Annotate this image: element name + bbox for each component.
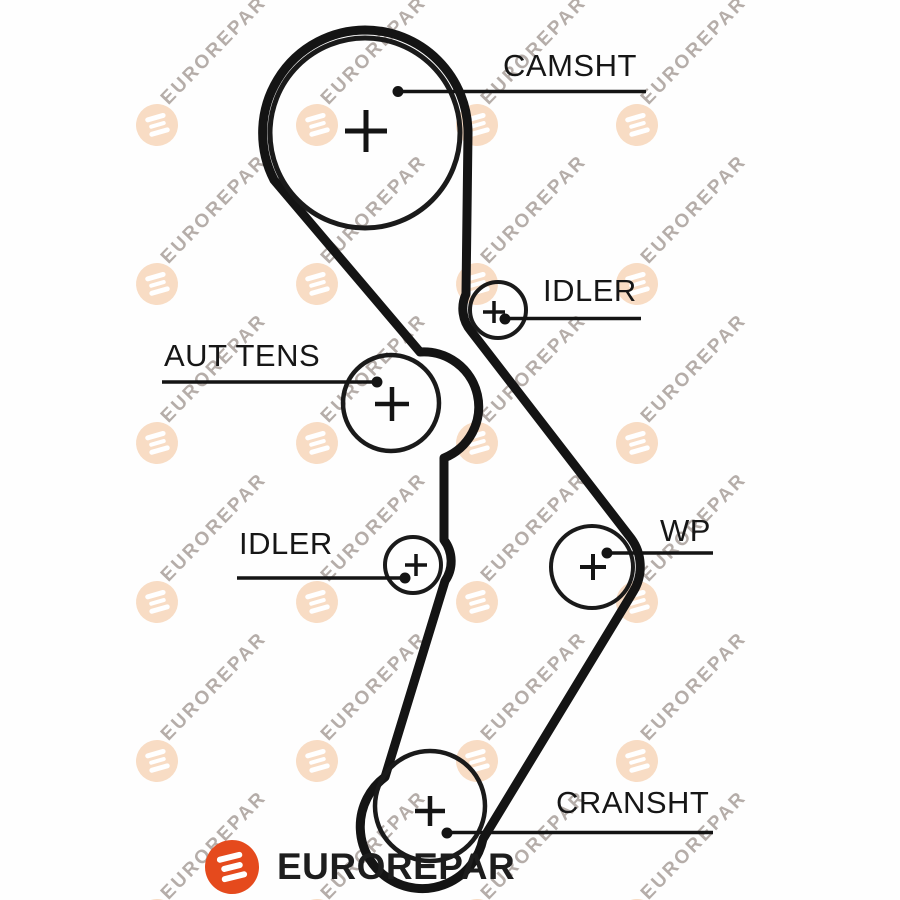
- crankshaft-callout-dot: [441, 827, 453, 839]
- crankshaft-center-mark: [415, 796, 445, 826]
- tensioner-callout-dot: [371, 376, 383, 388]
- camshaft-center-mark: [345, 110, 387, 152]
- crankshaft-label: CRANSHT: [556, 785, 710, 820]
- tensioner-center-mark: [375, 387, 409, 421]
- water-pump-pulley: [549, 524, 635, 610]
- water-pump-center-mark: [580, 554, 606, 580]
- idler-top-callout-dot: [499, 313, 511, 325]
- idler-top-label: IDLER: [543, 273, 637, 308]
- idler-bottom-pulley: [383, 535, 443, 595]
- tensioner-label: AUT TENS: [164, 338, 321, 373]
- crankshaft-pulley: [372, 748, 488, 864]
- idler-top-pulley: [468, 280, 528, 340]
- idler-bottom-callout-dot: [399, 572, 411, 584]
- water-pump-label: WP: [660, 513, 711, 548]
- tensioner-pulley: [340, 352, 442, 454]
- brand-name: EUROREPAR: [277, 846, 516, 887]
- camshaft-callout-dot: [392, 86, 404, 97]
- idler-bottom-center-mark: [405, 554, 427, 576]
- water-pump-callout-dot: [601, 547, 613, 559]
- camshaft-pulley: [267, 35, 463, 231]
- idler-bottom-label: IDLER: [239, 526, 333, 561]
- camshaft-label: CAMSHT: [503, 48, 637, 83]
- timing-belt-path: [258, 25, 645, 894]
- idler-top-center-mark: [483, 301, 505, 323]
- eurorepar-logo-icon: [199, 834, 265, 900]
- brand: EUROREPAR: [199, 834, 516, 900]
